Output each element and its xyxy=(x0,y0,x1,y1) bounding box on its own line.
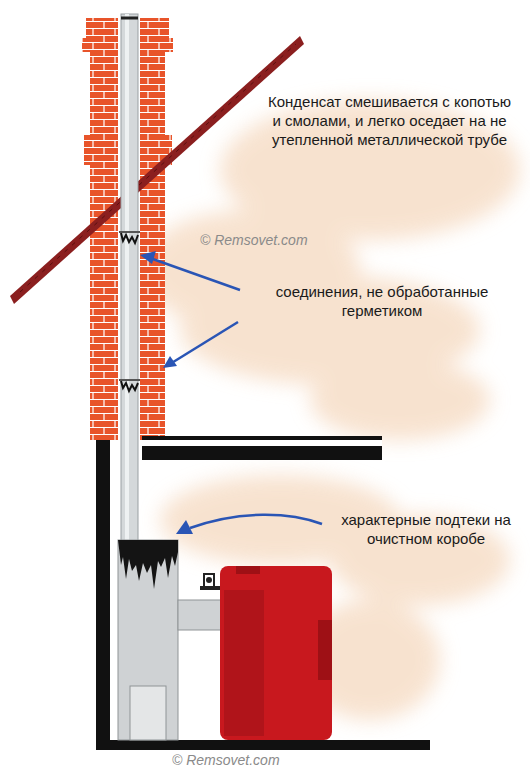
arrowhead xyxy=(140,251,193,534)
callout-text: соединения, не обработанные герметиком xyxy=(246,282,518,320)
ceiling-slab xyxy=(142,436,382,460)
cleanout-box xyxy=(118,540,178,740)
background-glow xyxy=(140,100,520,720)
wall xyxy=(96,440,110,750)
callout-text: характерные подтеки на очистном коробе xyxy=(326,510,526,548)
roof-shingle xyxy=(20,44,296,292)
flue-connector xyxy=(178,600,224,630)
watermark: © Remsovet.com xyxy=(200,232,308,248)
roof-line xyxy=(10,36,304,304)
metal-flue-pipe xyxy=(119,14,140,544)
watermark: © Remsovet.com xyxy=(172,752,280,768)
boiler xyxy=(200,566,332,740)
note-text: Конденсат смешивается с копотью и смолам… xyxy=(262,92,517,149)
floor xyxy=(96,740,430,750)
